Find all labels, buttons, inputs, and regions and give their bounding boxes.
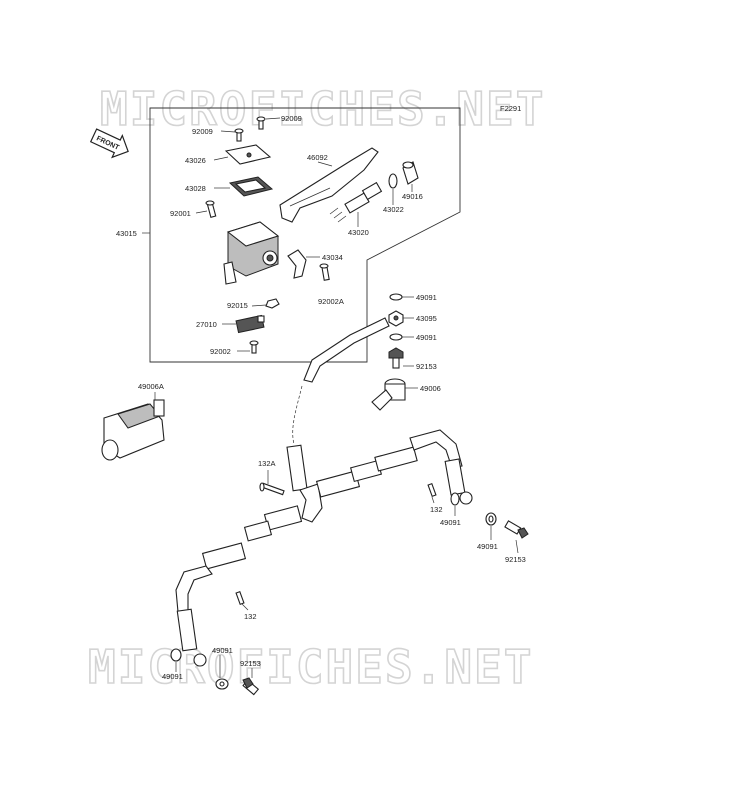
brake-hose-right	[374, 429, 473, 505]
banjo-bolt-92153-a	[388, 347, 404, 369]
brake-switch-27010	[235, 314, 265, 334]
fitting-43095	[388, 310, 404, 327]
brake-lever-46092	[279, 147, 379, 223]
label-92002: 92002	[210, 347, 231, 356]
bolt-132-right	[427, 482, 437, 498]
piston-kit-43020	[329, 181, 383, 223]
hose-end-49006A	[101, 399, 165, 461]
circlip-43022	[388, 173, 398, 189]
washer-49091-f	[215, 678, 229, 690]
label-92153-b: 92153	[505, 555, 526, 564]
screw-92002	[249, 340, 259, 354]
banjo-bolt-92153-c	[242, 677, 260, 696]
label-132-left: 132	[244, 612, 257, 621]
label-27010: 27010	[196, 320, 217, 329]
watermark-top: MICROFICHES.NET	[100, 82, 545, 136]
label-132A: 132A	[258, 459, 276, 468]
hose-end-49006	[371, 378, 406, 411]
label-49006A: 49006A	[138, 382, 164, 391]
label-132-right: 132	[430, 505, 443, 514]
washer-49091-e	[170, 648, 182, 662]
label-43095: 43095	[416, 314, 437, 323]
reservoir-cap-43026	[224, 144, 272, 165]
washer-49091-b	[389, 333, 403, 341]
bolt-92001	[205, 200, 217, 218]
label-43020: 43020	[348, 228, 369, 237]
label-43026: 43026	[185, 156, 206, 165]
bolt-132A	[259, 482, 285, 496]
brake-hose-upper	[292, 317, 390, 445]
clamp-43034	[287, 249, 307, 279]
label-49091-d: 49091	[477, 542, 498, 551]
brake-hose-left	[175, 542, 247, 667]
label-92009-a: 92009	[192, 127, 213, 136]
washer-49091-a	[389, 293, 403, 301]
label-43022: 43022	[383, 205, 404, 214]
bolt-92002A	[319, 263, 330, 281]
screw-92009-right	[256, 116, 266, 130]
label-49091-f: 49091	[212, 646, 233, 655]
washer-49091-d	[485, 512, 497, 526]
diaphragm-43028	[228, 176, 274, 197]
label-43028: 43028	[185, 184, 206, 193]
washer-49091-c	[450, 492, 460, 506]
label-92153-c: 92153	[240, 659, 261, 668]
boot-49016	[402, 161, 419, 185]
banjo-bolt-92153-b	[504, 520, 529, 539]
label-92002A: 92002A	[318, 297, 344, 306]
bolt-132-left	[235, 590, 245, 606]
label-49091-a: 49091	[416, 293, 437, 302]
screw-92009-left	[234, 128, 244, 142]
watermark-bottom: MICROFICHES.NET	[88, 640, 533, 694]
nut-92015	[265, 298, 280, 309]
label-43034: 43034	[322, 253, 343, 262]
label-92001: 92001	[170, 209, 191, 218]
label-49016: 49016	[402, 192, 423, 201]
label-92015: 92015	[227, 301, 248, 310]
label-49091-e: 49091	[162, 672, 183, 681]
master-cylinder-body	[223, 221, 280, 285]
label-43015: 43015	[116, 229, 137, 238]
label-46092: 46092	[307, 153, 328, 162]
label-49006: 49006	[420, 384, 441, 393]
label-49091-c: 49091	[440, 518, 461, 527]
assembly-frame	[149, 107, 461, 363]
label-92009-b: 92009	[281, 114, 302, 123]
label-92153-a: 92153	[416, 362, 437, 371]
label-49091-b: 49091	[416, 333, 437, 342]
diagram-code: F2291	[500, 104, 521, 113]
